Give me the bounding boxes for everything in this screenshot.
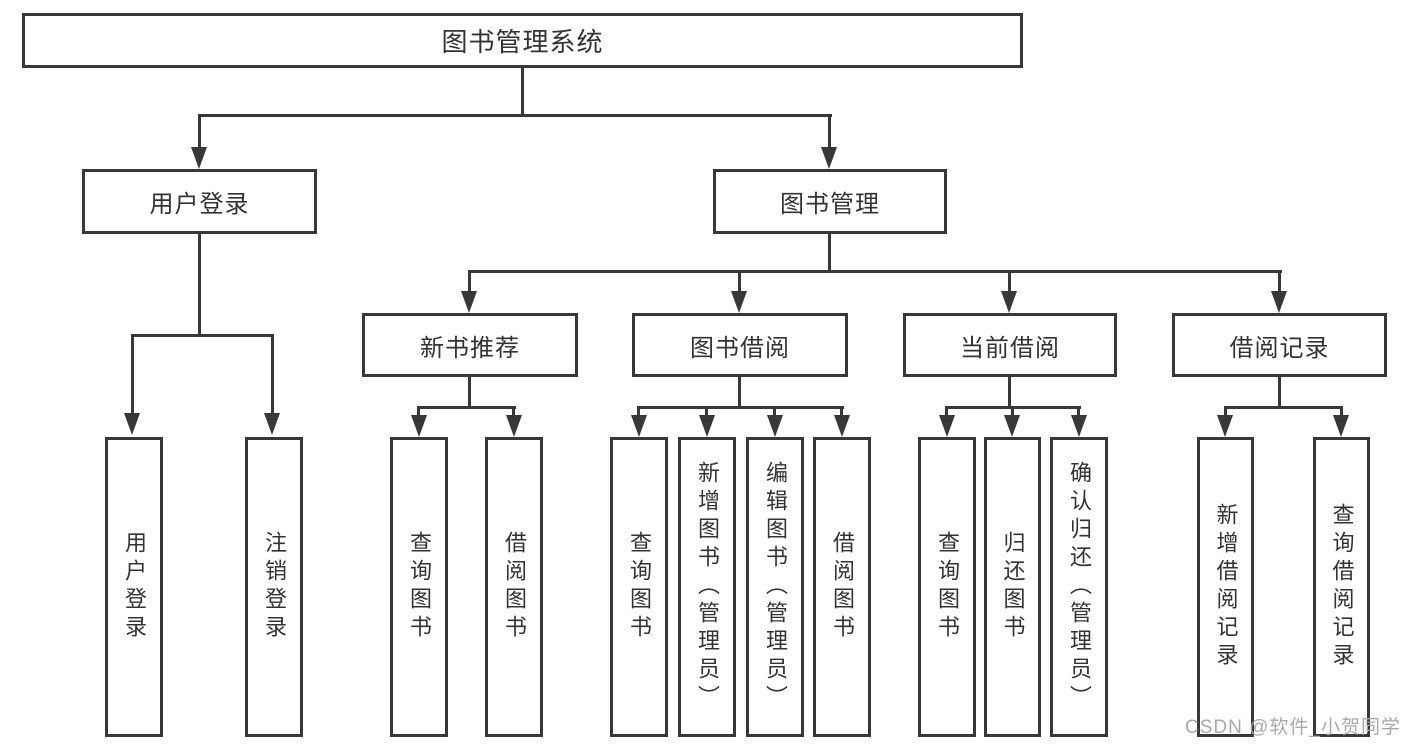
arrow-down-icon — [767, 415, 783, 437]
arrow-down-icon — [1004, 415, 1020, 437]
connector-line — [1224, 406, 1227, 418]
leaf-return-books: 归还图书 — [984, 437, 1041, 737]
connector-line — [131, 334, 274, 337]
connector-line — [773, 406, 776, 418]
arrow-down-icon — [1333, 415, 1349, 437]
arrow-down-icon — [631, 415, 647, 437]
leaf-confirm-return-admin: 确认归还（管理员） — [1050, 437, 1108, 737]
arrow-down-icon — [1001, 291, 1017, 313]
arrow-down-icon — [821, 147, 837, 169]
connector-line — [1278, 270, 1281, 293]
node-library-management-system: 图书管理系统 — [22, 13, 1023, 68]
connector-line — [271, 334, 274, 415]
connector-line — [738, 270, 741, 293]
connector-line — [738, 375, 741, 409]
node-borrow-records: 借阅记录 — [1172, 313, 1387, 377]
leaf-logout: 注销登录 — [245, 437, 303, 737]
arrow-down-icon — [461, 291, 477, 313]
arrow-down-icon — [191, 147, 207, 169]
arrow-down-icon — [731, 291, 747, 313]
arrow-down-icon — [939, 415, 955, 437]
arrow-down-icon — [699, 415, 715, 437]
arrow-down-icon — [264, 413, 280, 435]
leaf-borrow-books: 借阅图书 — [485, 437, 543, 737]
node-book-management: 图书管理 — [713, 169, 947, 234]
connector-line — [945, 406, 948, 418]
connector-line — [521, 66, 524, 117]
node-current-borrow: 当前借阅 — [903, 313, 1117, 377]
connector-line — [637, 406, 844, 409]
connector-line — [1224, 406, 1343, 409]
connector-line — [198, 114, 832, 117]
csdn-watermark: CSDN @软件_小贺同学 — [1185, 717, 1401, 738]
leaf-user-login: 用户登录 — [105, 437, 163, 737]
connector-line — [840, 406, 843, 418]
connector-line — [705, 406, 708, 418]
node-new-book-recommend: 新书推荐 — [362, 313, 578, 377]
connector-line — [1008, 375, 1011, 409]
connector-line — [417, 406, 420, 418]
connector-line — [512, 406, 515, 418]
connector-line — [1008, 270, 1011, 293]
node-book-borrow: 图书借阅 — [632, 313, 848, 377]
connector-line — [198, 232, 201, 336]
connector-line — [131, 334, 134, 415]
leaf-edit-books-admin: 编辑图书（管理员） — [746, 437, 804, 737]
arrow-down-icon — [506, 415, 522, 437]
leaf-add-books-admin: 新增图书（管理员） — [678, 437, 736, 737]
connector-line — [417, 406, 516, 409]
arrow-down-icon — [411, 415, 427, 437]
leaf-add-borrow-record: 新增借阅记录 — [1197, 437, 1254, 737]
connector-line — [1340, 406, 1343, 418]
connector-line — [198, 114, 201, 150]
leaf-borrow-books: 借阅图书 — [813, 437, 871, 737]
arrow-down-icon — [1071, 415, 1087, 437]
arrow-down-icon — [124, 413, 140, 435]
connector-line — [1077, 406, 1080, 418]
arrow-down-icon — [1271, 291, 1287, 313]
leaf-query-books: 查询图书 — [918, 437, 976, 737]
arrow-down-icon — [1217, 415, 1233, 437]
connector-line — [637, 406, 640, 418]
node-user-login: 用户登录 — [82, 169, 317, 234]
connector-line — [468, 270, 1282, 273]
arrow-down-icon — [834, 415, 850, 437]
connector-line — [1278, 375, 1281, 409]
connector-line — [468, 375, 471, 409]
connector-line — [1011, 406, 1014, 418]
leaf-query-books: 查询图书 — [610, 437, 668, 737]
connector-line — [468, 270, 471, 293]
leaf-query-borrow-record: 查询借阅记录 — [1313, 437, 1370, 737]
connector-line — [828, 232, 831, 273]
leaf-query-books: 查询图书 — [390, 437, 448, 737]
connector-line — [828, 114, 831, 150]
